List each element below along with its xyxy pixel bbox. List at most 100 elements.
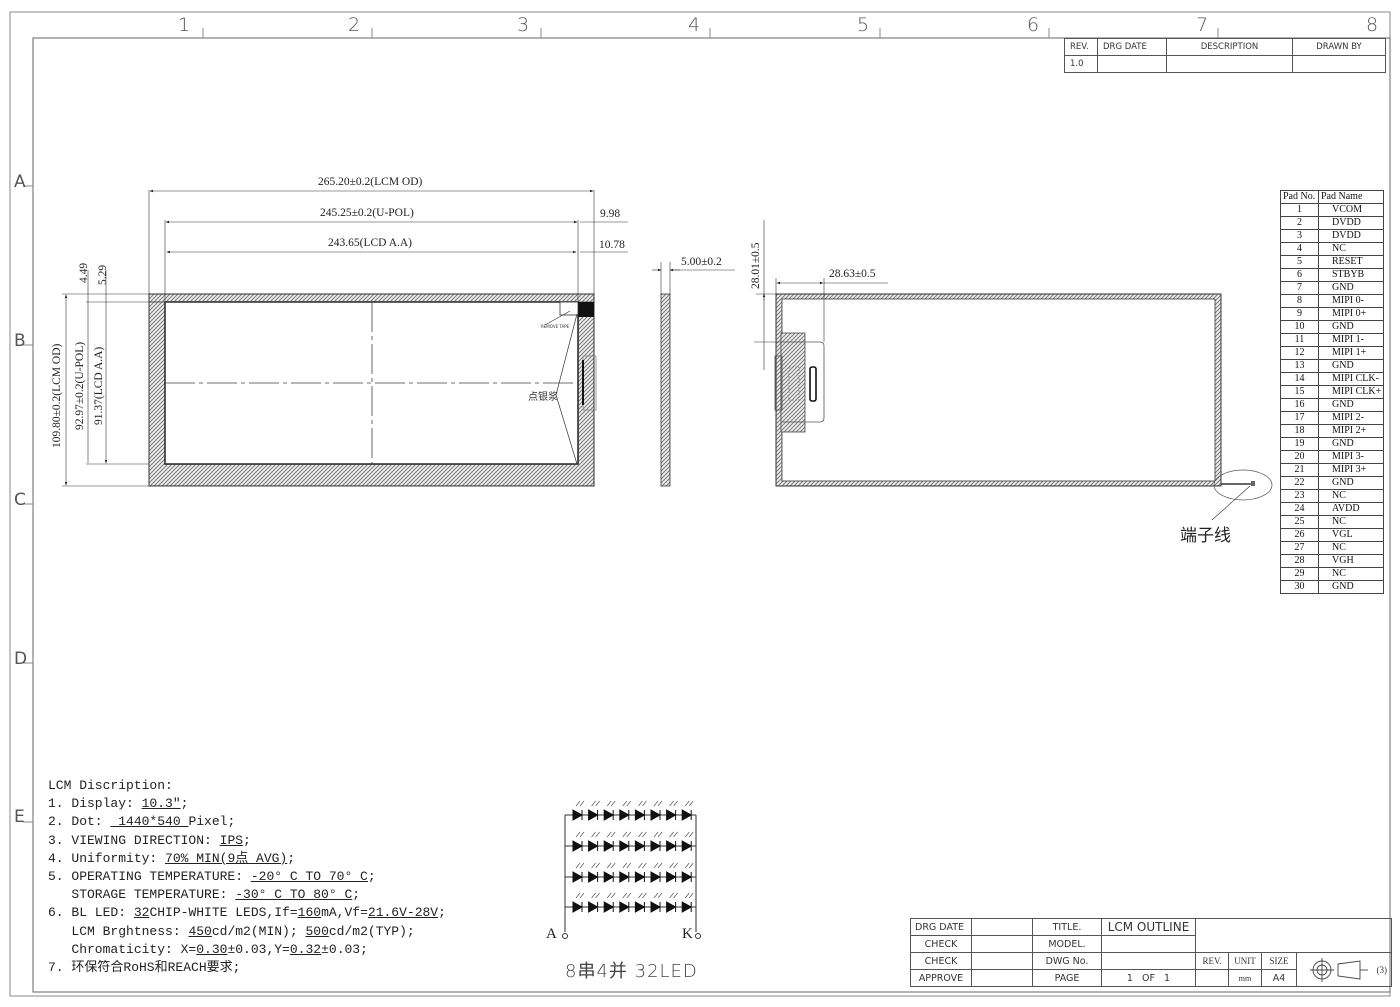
dim-top-offset-aa: 5.29 bbox=[97, 264, 109, 285]
dim-fpc-vertical: 28.01±0.5 bbox=[750, 242, 762, 289]
drawn-by-value bbox=[1292, 55, 1386, 73]
pad-number: 23 bbox=[1280, 489, 1319, 503]
pad-name: VGH bbox=[1318, 554, 1384, 568]
model-label: MODEL. bbox=[1032, 935, 1102, 953]
spec-text: Pixel; bbox=[188, 814, 236, 830]
spec-text: 3. VIEWING DIRECTION: bbox=[48, 832, 220, 848]
pad-number: 10 bbox=[1280, 320, 1319, 334]
description-title: LCM Discription: bbox=[48, 778, 173, 793]
pad-name: MIPI 1- bbox=[1318, 333, 1384, 347]
rev-label: REV. bbox=[1195, 952, 1229, 970]
pad-name: MIPI 3+ bbox=[1318, 463, 1384, 477]
dim-fpc-horizontal: 28.63±0.5 bbox=[829, 268, 876, 280]
spec-text: 4. Uniformity: bbox=[48, 850, 166, 866]
spec-text: 5. OPERATING TEMPERATURE: bbox=[48, 869, 251, 885]
title-value: LCM OUTLINE bbox=[1101, 918, 1196, 936]
spec-text: CHIP-WHITE LEDS,If= bbox=[149, 905, 298, 921]
pad-number: 19 bbox=[1280, 437, 1319, 451]
pad-name: MIPI CLK- bbox=[1318, 372, 1384, 386]
pad-number: 21 bbox=[1280, 463, 1319, 477]
description-item: STORAGE TEMPERATURE: -30° C TO 80° C; bbox=[48, 886, 446, 904]
page-label: PAGE bbox=[1032, 969, 1102, 987]
description-item: 2. Dot: 1440*540 Pixel; bbox=[48, 813, 446, 831]
zone-row-d: D bbox=[14, 649, 28, 669]
pad-name: MIPI 0- bbox=[1318, 294, 1384, 308]
description-item: LCM Brghtness: 450cd/m2(MIN); 500cd/m2(T… bbox=[48, 923, 446, 941]
pad-number: 26 bbox=[1280, 528, 1319, 542]
description-item: 4. Uniformity: 70% MIN(9点 AVG); bbox=[48, 850, 446, 868]
zone-col-6: 6 bbox=[1027, 14, 1040, 36]
zone-col-1: 1 bbox=[178, 14, 191, 36]
spec-value: 0.30 bbox=[196, 941, 228, 957]
pad-name: MIPI 0+ bbox=[1318, 307, 1384, 321]
spec-value: -30° C TO 80° C bbox=[235, 887, 353, 903]
spec-value: 160 bbox=[297, 905, 322, 921]
description-item: 1. Display: 10.3"; bbox=[48, 795, 446, 813]
zone-row-c: C bbox=[14, 490, 26, 510]
spec-text: Chromaticity: X= bbox=[48, 941, 197, 957]
silver-paste-label: 点银浆 bbox=[528, 392, 558, 403]
pad-name: MIPI CLK+ bbox=[1318, 385, 1384, 399]
zone-row-a: A bbox=[14, 172, 26, 192]
pad-name: NC bbox=[1318, 567, 1384, 581]
spec-text: ; bbox=[367, 869, 376, 885]
pad-name: STBYB bbox=[1318, 268, 1384, 282]
drg-date-value bbox=[1097, 55, 1167, 73]
drg-date-header: DRG DATE bbox=[1097, 38, 1167, 56]
pad-number: 27 bbox=[1280, 541, 1319, 555]
pad-number: 20 bbox=[1280, 450, 1319, 464]
zone-col-2: 2 bbox=[348, 14, 361, 36]
pad-name: NC bbox=[1318, 489, 1384, 503]
pad-name: GND bbox=[1318, 359, 1384, 373]
lcm-description: LCM Discription: 1. Display: 10.3";2. Do… bbox=[48, 777, 446, 977]
spec-text: LCM Brghtness: bbox=[48, 923, 189, 939]
spec-text: ; bbox=[287, 850, 296, 866]
pad-name: MIPI 2+ bbox=[1318, 424, 1384, 438]
zone-col-3: 3 bbox=[517, 14, 530, 36]
spec-text: 2. Dot: bbox=[48, 814, 111, 830]
spec-text: 7. 环保符合RoHS和REACH要求; bbox=[48, 960, 241, 976]
front-view bbox=[62, 189, 628, 487]
spec-text: ±0.03; bbox=[321, 941, 368, 957]
dim-lcd-aa-width: 243.65(LCD A.A) bbox=[328, 237, 413, 249]
dim-top-offset-pol: 4.49 bbox=[78, 262, 90, 283]
pad-number: 18 bbox=[1280, 424, 1319, 438]
pad-number: 4 bbox=[1280, 242, 1319, 256]
spec-text: 6. BL LED: bbox=[48, 905, 134, 921]
led-diodes bbox=[572, 800, 694, 913]
pad-name: VGL bbox=[1318, 528, 1384, 542]
pad-no-header: Pad No. bbox=[1280, 190, 1319, 204]
rev-value bbox=[1195, 969, 1229, 987]
rev-value: 1.0 bbox=[1064, 55, 1098, 73]
spec-text: ±0.03,Y= bbox=[227, 941, 290, 957]
dim-upol-width: 245.25±0.2(U-POL) bbox=[320, 207, 414, 219]
pad-number: 24 bbox=[1280, 502, 1319, 516]
description-value bbox=[1166, 55, 1293, 73]
pad-number: 5 bbox=[1280, 255, 1319, 269]
pad-name: GND bbox=[1318, 320, 1384, 334]
pad-number: 17 bbox=[1280, 411, 1319, 425]
dim-lcm-od-height: 109.80±0.2(LCM OD) bbox=[51, 343, 63, 448]
pad-number: 12 bbox=[1280, 346, 1319, 360]
dim-upol-height: 92.97±0.2(U-POL) bbox=[74, 341, 86, 430]
spec-text: cd/m2(MIN); bbox=[211, 923, 306, 939]
pad-name-header: Pad Name bbox=[1318, 190, 1384, 204]
pad-name: RESET bbox=[1318, 255, 1384, 269]
zone-col-7: 7 bbox=[1196, 14, 1209, 36]
